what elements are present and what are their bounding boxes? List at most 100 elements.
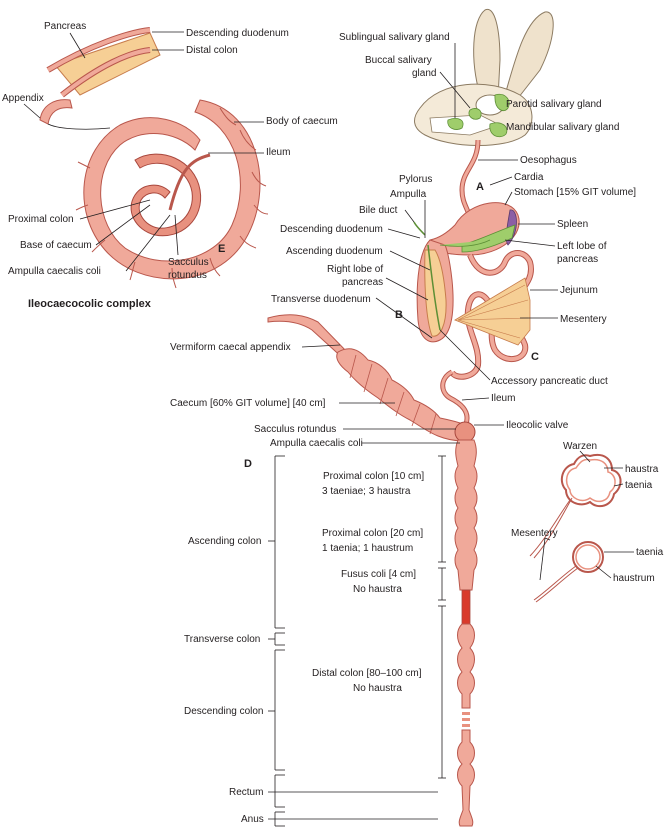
label-descending-duodenum-b: Descending duodenum	[280, 224, 383, 235]
rabbit-skull-illustration	[414, 8, 554, 146]
label-right-lobe-1: Right lobe of	[327, 264, 383, 275]
label-ampulla-caecalis-coli-e: Ampulla caecalis coli	[8, 266, 101, 277]
label-prox20-1: Proximal colon [20 cm]	[322, 528, 423, 539]
label-fusus-1: Fusus coli [4 cm]	[341, 569, 416, 580]
label-distal-colon: Distal colon	[186, 45, 238, 56]
panel-letter-b: B	[395, 309, 403, 321]
label-appendix-d: Vermiform caecal appendix	[170, 342, 291, 353]
label-descending-duodenum: Descending duodenum	[186, 28, 289, 39]
right-lobe-pancreas	[424, 249, 447, 337]
colon-segment-brackets	[438, 455, 446, 779]
label-jejunum: Jejunum	[560, 285, 598, 296]
label-prox10-2: 3 taeniae; 3 haustra	[322, 486, 411, 497]
ileum-tube	[168, 153, 211, 211]
label-haustrum: haustrum	[613, 573, 655, 584]
panel-letter-a: A	[476, 181, 484, 193]
label-accessory-duct: Accessory pancreatic duct	[491, 376, 608, 387]
label-pylorus: Pylorus	[399, 174, 432, 185]
rectum-tube	[457, 729, 475, 827]
haustra-fold	[75, 204, 89, 211]
label-ileum-c: Ileum	[491, 393, 515, 404]
haustra-fold	[129, 261, 136, 281]
proximal-colon-coil	[130, 153, 202, 237]
label-ascending-duodenum: Ascending duodenum	[286, 246, 383, 257]
panel-letter-e: E	[218, 243, 225, 255]
label-warzen: Warzen	[563, 441, 597, 452]
label-taenia-2: taenia	[636, 547, 664, 558]
label-transverse-colon: Transverse colon	[184, 634, 260, 645]
haustra-fold	[251, 171, 267, 187]
panel-letter-d: D	[244, 458, 252, 470]
label-prox20-2: 1 taenia; 1 haustrum	[322, 543, 413, 554]
panel-e-title: Ileocaecocolic complex	[28, 298, 152, 310]
label-body-of-caecum: Body of caecum	[266, 116, 338, 127]
appendix-link	[47, 123, 111, 130]
label-prox10-1: Proximal colon [10 cm]	[323, 471, 424, 482]
label-proximal-colon: Proximal colon	[8, 214, 74, 225]
caecum-colon-illustration	[267, 314, 478, 827]
label-ampulla-caecalis-coli-d: Ampulla caecalis coli	[270, 438, 363, 449]
label-haustra: haustra	[625, 464, 659, 475]
distal-colon-tube	[457, 623, 475, 709]
label-ampulla: Ampulla	[390, 189, 427, 200]
sublingual-gland	[447, 118, 464, 130]
label-appendix: Appendix	[2, 93, 44, 104]
region-brackets	[268, 455, 438, 827]
bile-duct-line	[413, 221, 426, 236]
panel-letter-c: C	[531, 351, 539, 363]
cross-section-one-haustrum	[572, 541, 604, 573]
label-bile-duct: Bile duct	[359, 205, 398, 216]
pancreas-right-green	[439, 239, 491, 247]
haustra-fold	[171, 267, 177, 289]
label-rectum: Rectum	[229, 787, 263, 798]
label-stomach: Stomach [15% GIT volume]	[514, 187, 636, 198]
label-left-lobe-1: Left lobe of	[557, 241, 607, 252]
label-fusus-2: No haustra	[353, 584, 402, 595]
label-right-lobe-2: pancreas	[342, 277, 383, 288]
pancreatic-duct	[427, 244, 441, 331]
label-mandibular: Mandibular salivary gland	[506, 122, 619, 133]
label-mesentery-c: Mesentery	[560, 314, 607, 325]
sacculus-rotundus-bulge	[454, 421, 476, 443]
label-buccal-1: Buccal salivary	[365, 55, 432, 66]
label-distal-1: Distal colon [80–100 cm]	[312, 668, 422, 679]
proximal-colon-tube	[454, 439, 478, 591]
fusus-coli	[461, 589, 471, 625]
haustra-fold	[219, 107, 237, 126]
buccal-gland	[468, 108, 482, 120]
label-sacculus-e-1: Sacculus	[168, 257, 209, 268]
left-ear	[473, 8, 501, 99]
label-descending-colon: Descending colon	[184, 706, 264, 717]
right-ear	[504, 11, 554, 103]
haustra-fold	[91, 239, 106, 253]
mesentery-fan	[454, 277, 531, 346]
ileum-tube-d	[440, 369, 470, 425]
label-sacculus-rotundus-d: Sacculus rotundus	[254, 424, 336, 435]
label-sacculus-e-2: rotundus	[168, 270, 207, 281]
label-base-of-caecum: Base of caecum	[20, 240, 92, 251]
ileocaecocolic-complex-illustration: Pancreas Descending duodenum Distal colo…	[2, 21, 338, 310]
haustra-fold	[253, 204, 269, 215]
label-oesophagus: Oesophagus	[520, 155, 577, 166]
parotid-gland	[494, 93, 510, 112]
label-ascending-colon: Ascending colon	[188, 536, 261, 547]
distal-colon-dashes	[462, 712, 470, 727]
label-distal-2: No haustra	[353, 683, 402, 694]
label-parotid: Parotid salivary gland	[506, 99, 602, 110]
label-sublingual: Sublingual salivary gland	[339, 32, 450, 43]
label-transverse-duodenum: Transverse duodenum	[271, 294, 371, 305]
label-pancreas: Pancreas	[44, 21, 86, 32]
mandibular-gland	[489, 122, 508, 138]
label-taenia-1: taenia	[625, 480, 653, 491]
caecum-spiral-body	[83, 99, 261, 280]
label-ileocolic-valve: Ileocolic valve	[506, 420, 569, 431]
label-anus: Anus	[241, 814, 264, 825]
upper-gi-illustration	[413, 139, 534, 425]
appendix-tube	[39, 99, 73, 125]
label-spleen: Spleen	[557, 219, 588, 230]
haustra-fold	[209, 257, 221, 277]
label-mesentery-x: Mesentery	[511, 528, 558, 539]
label-ileum-e: Ileum	[266, 147, 290, 158]
haustra-fold	[77, 161, 91, 169]
